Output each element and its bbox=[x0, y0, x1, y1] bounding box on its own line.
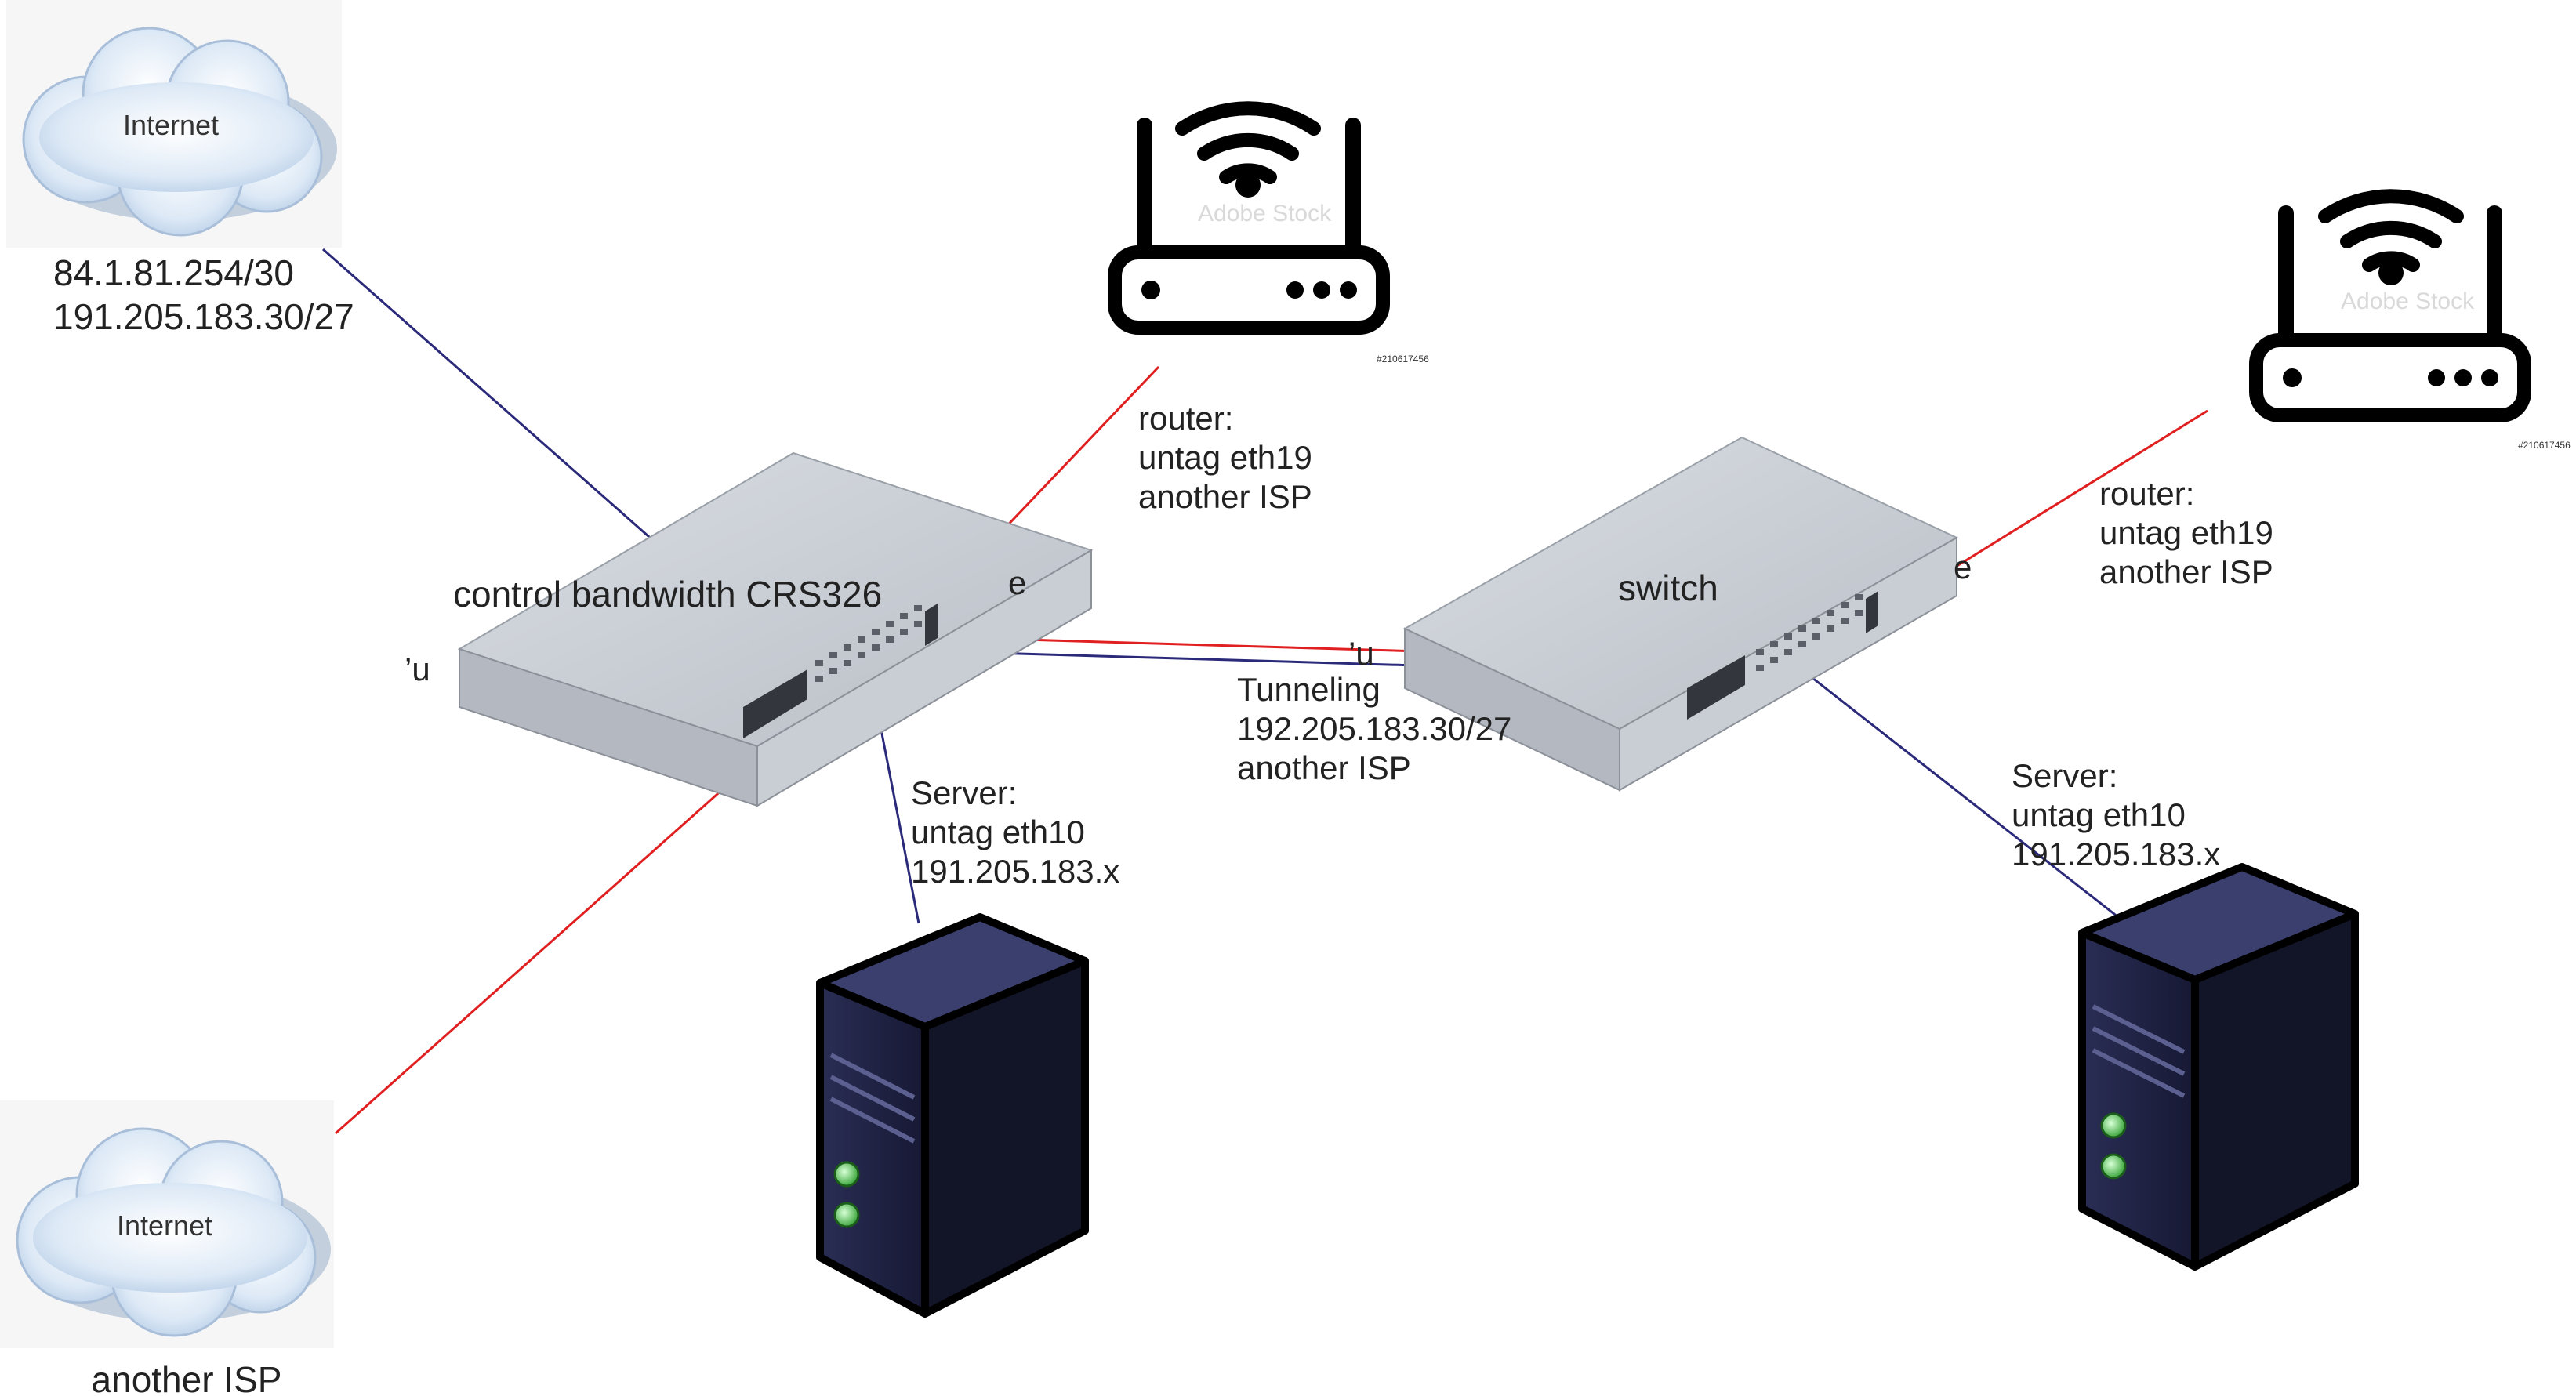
svg-text:router:: router: bbox=[2099, 475, 2194, 512]
switch bbox=[1402, 436, 1959, 792]
cloud-label: Internet bbox=[117, 1209, 212, 1242]
svg-text:Server:: Server: bbox=[2012, 757, 2117, 794]
svg-text:another ISP: another ISP bbox=[2099, 553, 2273, 590]
internet-cloud-top: Internet bbox=[6, 0, 342, 248]
switch-port-fragment-right: e bbox=[1954, 549, 1972, 586]
server-right bbox=[2078, 863, 2359, 1271]
port-row bbox=[1756, 594, 1863, 671]
svg-text:another ISP: another ISP bbox=[1237, 749, 1411, 786]
crs326-port-fragment-left: ’u bbox=[405, 651, 430, 687]
another-isp-caption: another ISP bbox=[92, 1359, 282, 1396]
cloud-icon bbox=[16, 1127, 331, 1337]
svg-text:untag eth19: untag eth19 bbox=[1138, 439, 1312, 476]
svg-text:untag eth10: untag eth10 bbox=[911, 814, 1085, 850]
router-left-label: router: untag eth19 another ISP bbox=[1138, 400, 1312, 515]
svg-text:Server:: Server: bbox=[911, 774, 1017, 811]
server-left bbox=[816, 913, 1089, 1318]
wifi-icon bbox=[1175, 101, 1321, 184]
svg-text:191.205.183.x: 191.205.183.x bbox=[2012, 836, 2220, 872]
wifi-icon bbox=[2318, 189, 2464, 272]
tunnel-label: Tunneling 192.205.183.30/27 another ISP bbox=[1237, 671, 1511, 786]
cloud-icon bbox=[22, 27, 337, 237]
router-stock-id: #210617456 bbox=[1377, 354, 1429, 364]
switch-port-fragment-left: ’u bbox=[1348, 635, 1374, 672]
led-icon bbox=[833, 1202, 860, 1228]
led-icon bbox=[833, 1161, 860, 1188]
crs326-switch bbox=[457, 451, 1094, 807]
link-switch-to-server-right bbox=[1801, 668, 2169, 958]
svg-text:untag eth10: untag eth10 bbox=[2012, 796, 2186, 833]
switch-label: switch bbox=[1618, 567, 1718, 608]
cloud-label: Internet bbox=[123, 109, 219, 141]
port-row bbox=[815, 605, 922, 682]
svg-text:untag eth19: untag eth19 bbox=[2099, 514, 2273, 551]
router-left: Adobe Stock #210617456 bbox=[1108, 101, 1429, 364]
crs326-port-fragment-right: e bbox=[1008, 564, 1026, 601]
svg-text:router:: router: bbox=[1138, 400, 1233, 437]
internet-address-1: 84.1.81.254/30 bbox=[53, 252, 294, 293]
svg-text:192.205.183.30/27: 192.205.183.30/27 bbox=[1237, 710, 1511, 747]
router-right: Adobe Stock #210617456 bbox=[2249, 189, 2571, 451]
router-watermark: Adobe Stock bbox=[2341, 288, 2475, 314]
router-right-label: router: untag eth19 another ISP bbox=[2099, 475, 2273, 590]
server-left-label: Server: untag eth10 191.205.183.x bbox=[911, 774, 1119, 890]
router-watermark: Adobe Stock bbox=[1198, 201, 1332, 227]
server-right-label: Server: untag eth10 191.205.183.x bbox=[2012, 757, 2220, 872]
led-icon bbox=[2100, 1112, 2127, 1139]
router-stock-id: #210617456 bbox=[2518, 440, 2571, 451]
internet-cloud-bottom: Internet bbox=[0, 1100, 334, 1348]
svg-text:Tunneling: Tunneling bbox=[1237, 671, 1381, 708]
led-icon bbox=[2100, 1153, 2127, 1180]
internet-address-2: 191.205.183.30/27 bbox=[53, 296, 354, 337]
svg-text:another ISP: another ISP bbox=[1138, 478, 1312, 515]
svg-text:191.205.183.x: 191.205.183.x bbox=[911, 853, 1119, 890]
crs326-label: control bandwidth CRS326 bbox=[453, 574, 882, 615]
